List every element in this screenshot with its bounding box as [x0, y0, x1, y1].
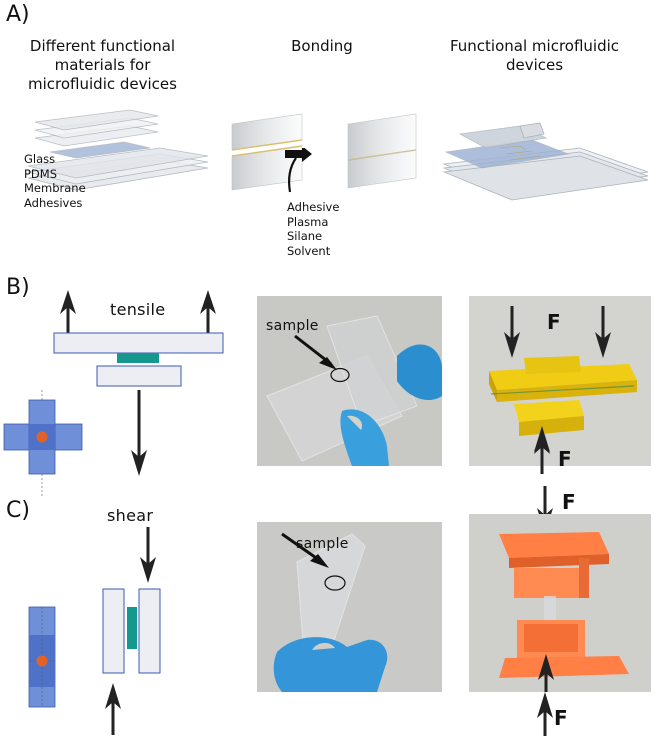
col1-title-line2: materials for — [54, 56, 151, 74]
panel-label-a: A) — [6, 2, 30, 27]
col3-title-line2: devices — [505, 56, 564, 74]
tensile-photo-label: sample — [266, 318, 319, 334]
shear-arrow-up-icon — [105, 683, 121, 735]
shear-plate-right — [138, 588, 161, 674]
material-layers-illustration — [27, 109, 209, 191]
jig-b-arrow-left-icon — [504, 306, 520, 358]
shear-jig-photo — [469, 514, 651, 692]
shear-test-diagram — [28, 527, 161, 735]
material-adhesives: Adhesives — [24, 195, 83, 210]
tensile-test-diagram — [3, 290, 224, 496]
jig-c-force-bottom-label: F — [554, 706, 568, 730]
material-pdms: PDMS — [24, 166, 58, 181]
materials-list: Glass PDMS Membrane Adhesives — [24, 152, 86, 210]
shear-photo-label: sample — [296, 536, 349, 552]
method-plasma: Plasma — [287, 214, 329, 229]
tensile-jig-photo: F — [469, 296, 651, 466]
plate-bonded-bottom — [347, 149, 417, 189]
cross-sample-top-view — [3, 390, 83, 496]
method-silane: Silane — [287, 229, 323, 243]
shear-sample-photo — [257, 522, 442, 692]
col1-title-line1: Different functional — [29, 37, 176, 55]
col1-title-line3: microfluidic devices — [28, 75, 177, 93]
strip-sample-top-view — [28, 606, 56, 708]
bonding-illustration — [231, 113, 417, 191]
arrow-down-icon — [131, 390, 147, 476]
bonding-methods-list: Adhesive Plasma Silane Solvent — [287, 200, 339, 258]
col3-title: Functional microfluidic devices — [442, 37, 627, 75]
method-adhesive: Adhesive — [287, 200, 340, 214]
shear-label: shear — [107, 506, 154, 525]
shear-arrow-down-icon — [140, 527, 156, 583]
functional-device-illustration — [442, 122, 649, 201]
bonding-arrow-icon — [285, 148, 312, 193]
jig-b-force-top-label: F — [547, 310, 561, 334]
jig-c-bottom-arrow-icon — [537, 692, 553, 736]
adhesive-layer — [117, 353, 159, 363]
jig-b-force-bottom-label: F — [558, 447, 572, 471]
material-glass: Glass — [24, 152, 56, 166]
jig-b-arrow-right-icon — [595, 306, 611, 358]
panel-label-b: B) — [6, 275, 30, 300]
tensile-sample-photo — [257, 296, 442, 466]
jig-c-force-top-label: F — [562, 490, 576, 514]
col1-title: Different functional materials for micro… — [10, 37, 195, 94]
tensile-label: tensile — [110, 300, 166, 319]
bottom-plate — [96, 365, 182, 387]
material-membrane: Membrane — [24, 181, 86, 195]
jig-c-arrow-up-icon — [538, 654, 554, 692]
shear-adhesive-layer — [127, 607, 137, 649]
top-plate — [53, 332, 224, 354]
shear-plate-left — [102, 588, 125, 674]
col3-title-line1: Functional microfluidic — [449, 37, 620, 55]
method-solvent: Solvent — [287, 243, 331, 258]
col2-title: Bonding — [291, 37, 353, 55]
panel-label-c: C) — [6, 498, 30, 523]
